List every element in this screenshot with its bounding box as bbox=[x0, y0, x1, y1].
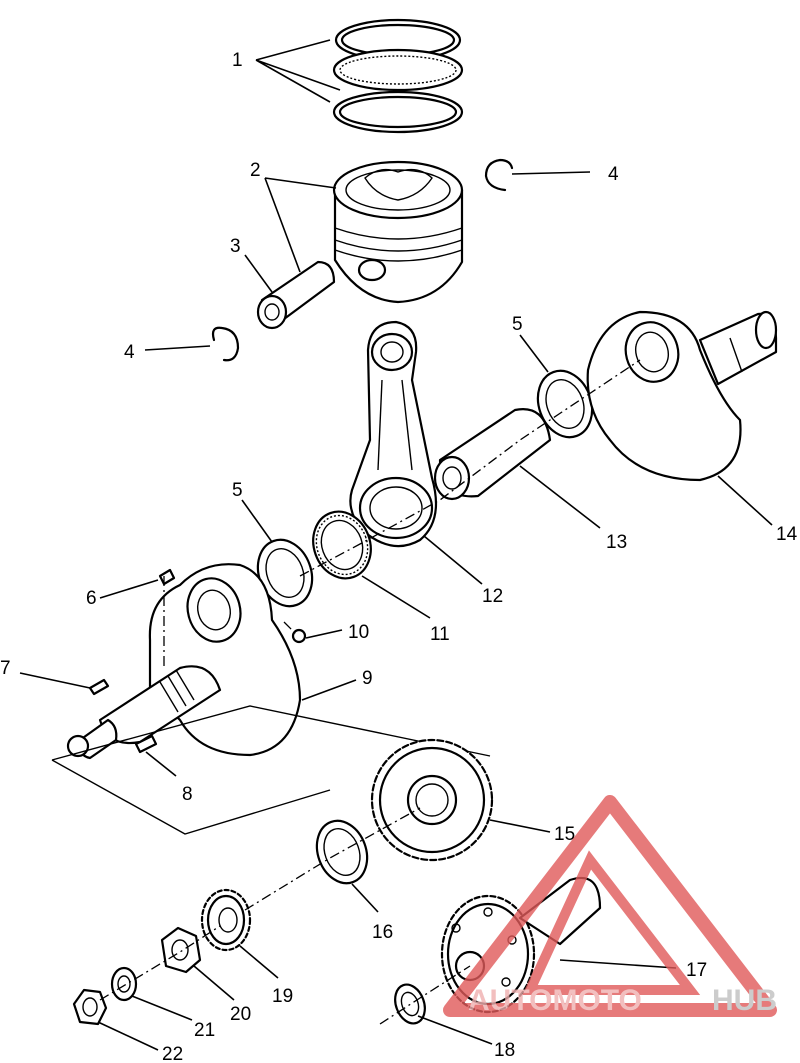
callout-22: 22 bbox=[162, 1044, 183, 1063]
lock-washer bbox=[110, 966, 138, 1002]
piston-pin bbox=[256, 260, 336, 330]
callout-12: 12 bbox=[482, 586, 503, 607]
piston bbox=[332, 160, 464, 304]
crank-gear bbox=[370, 738, 494, 862]
callout-21: 21 bbox=[194, 1020, 215, 1041]
gear-washer bbox=[315, 819, 369, 885]
callout-14: 14 bbox=[776, 524, 798, 545]
callout-4-right: 4 bbox=[608, 164, 619, 185]
callout-18: 18 bbox=[494, 1040, 515, 1061]
callout-6: 6 bbox=[86, 588, 97, 609]
callout-10: 10 bbox=[348, 622, 369, 643]
castle-nut bbox=[160, 926, 202, 974]
crank-pin bbox=[433, 408, 552, 501]
callout-15: 15 bbox=[554, 824, 575, 845]
connecting-rod bbox=[349, 320, 438, 548]
callout-13: 13 bbox=[606, 532, 627, 553]
dowel-pin bbox=[134, 734, 158, 754]
watermark-text-right: HUB bbox=[712, 984, 777, 1017]
drive-gear bbox=[200, 888, 252, 952]
callout-19: 19 bbox=[272, 986, 293, 1007]
callout-4-left: 4 bbox=[124, 342, 135, 363]
callout-11: 11 bbox=[430, 624, 450, 645]
callout-5-left: 5 bbox=[232, 480, 243, 501]
callout-9: 9 bbox=[362, 668, 373, 689]
woodruff-key bbox=[158, 568, 176, 586]
needle-bearing bbox=[312, 510, 372, 580]
callout-16: 16 bbox=[372, 922, 393, 943]
assembly-axes bbox=[99, 359, 641, 1025]
assembly-bracket bbox=[51, 705, 491, 835]
plug bbox=[291, 628, 307, 644]
crankshaft-left-half bbox=[66, 563, 302, 760]
callout-8: 8 bbox=[182, 784, 193, 805]
callout-2: 2 bbox=[250, 160, 261, 181]
watermark-triangle bbox=[443, 795, 777, 1017]
balancer-washer bbox=[394, 983, 426, 1025]
piston-rings bbox=[332, 18, 464, 134]
callout-5-right: 5 bbox=[512, 314, 523, 335]
circlip-left bbox=[211, 326, 240, 362]
callout-17: 17 bbox=[686, 960, 707, 981]
callout-1: 1 bbox=[232, 50, 243, 71]
callout-3: 3 bbox=[230, 236, 241, 257]
callout-7: 7 bbox=[0, 658, 11, 679]
thrust-washer-left bbox=[256, 538, 314, 608]
leader-lines bbox=[19, 39, 773, 1051]
circlip-right bbox=[484, 158, 514, 192]
watermark-inner-triangle bbox=[522, 850, 701, 995]
hex-nut bbox=[72, 988, 108, 1026]
callout-20: 20 bbox=[230, 1004, 251, 1025]
watermark-text-left: AUTOMOTO bbox=[468, 984, 642, 1017]
key-pin bbox=[88, 678, 110, 696]
watermark: AUTOMOTO HUB bbox=[443, 795, 777, 1017]
callout-labels: 1 2 3 4 4 5 5 6 7 8 9 10 11 12 13 14 15 … bbox=[0, 50, 798, 1063]
crankshaft-right-half bbox=[586, 310, 778, 482]
